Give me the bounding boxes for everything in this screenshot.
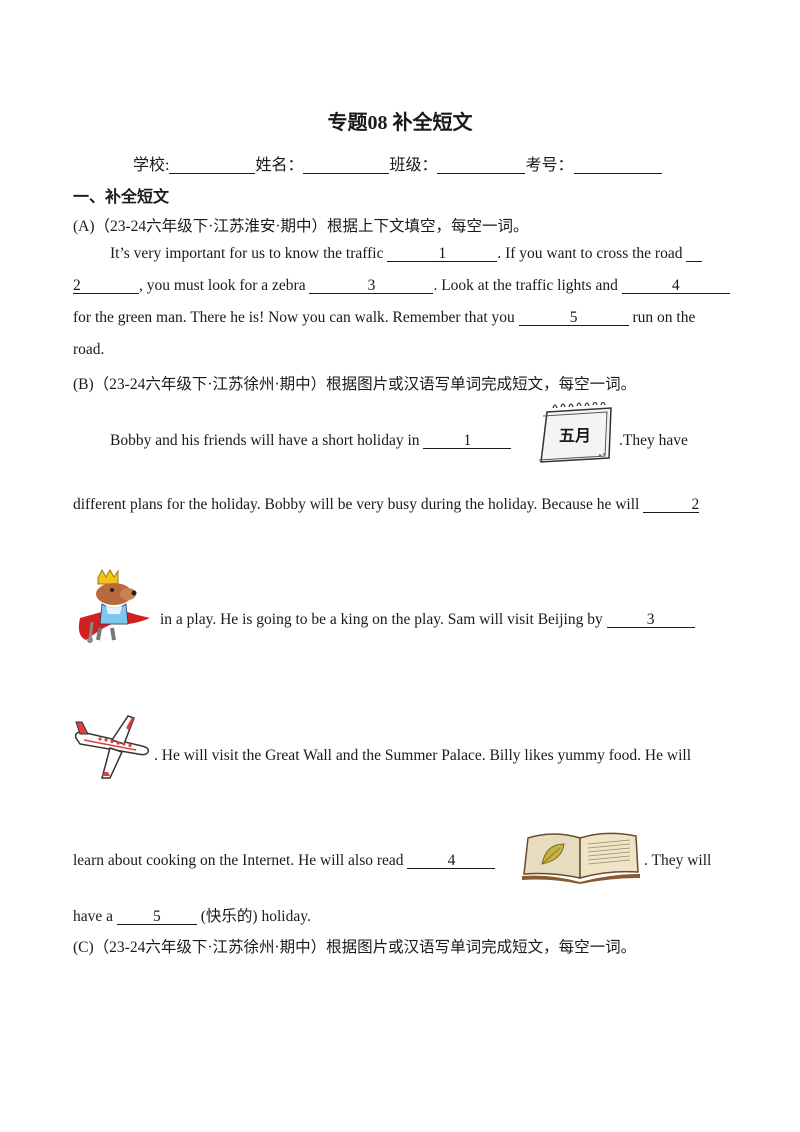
part-a-line-4: road.: [73, 341, 105, 358]
text: . Look at the traffic lights and: [433, 277, 622, 294]
text: . If you want to cross the road: [497, 245, 687, 262]
text: run on the: [628, 309, 696, 326]
text: It’s very important for us to know the t…: [110, 245, 388, 262]
text: , you must look for a zebra: [139, 277, 310, 294]
part-c-header: (C)（23-24六年级下·江苏徐州·期中）根据图片或汉语写单词完成短文，每空一…: [73, 939, 637, 956]
text: have a: [73, 908, 117, 925]
blank-b5: 5: [116, 909, 197, 925]
part-b-line-4: . He will visit the Great Wall and the S…: [154, 747, 691, 764]
book-image: [520, 826, 642, 884]
part-b-header: (B)（23-24六年级下·江苏徐州·期中）根据图片或汉语写单词完成短文，每空一…: [73, 376, 637, 393]
name-blank: [303, 158, 390, 174]
blank-b4: 4: [407, 853, 496, 869]
class-blank: [437, 158, 526, 174]
king-icon: [78, 568, 150, 643]
text: learn about cooking on the Internet. He …: [73, 852, 408, 869]
text: different plans for the holiday. Bobby w…: [73, 496, 644, 513]
blank-a3: 3: [309, 278, 434, 294]
part-a-line-2: 2, you must look for a zebra 3. Look at …: [73, 277, 730, 295]
open-book-icon: [522, 832, 640, 884]
blank-a4: 4: [621, 278, 730, 294]
blank-a2: 2: [73, 278, 139, 294]
blank-b2: 2: [643, 497, 700, 513]
school-label: 学校:: [133, 157, 170, 174]
calendar-icon: [538, 401, 612, 463]
part-b-line-2: different plans for the holiday. Bobby w…: [73, 496, 700, 514]
school-blank: [169, 158, 256, 174]
part-b-line-3: in a play. He is going to be a king on t…: [160, 611, 695, 629]
part-b-line-5: learn about cooking on the Internet. He …: [73, 852, 496, 870]
blank-b1: 1: [423, 433, 512, 449]
blank-a1: 1: [387, 246, 498, 262]
exam-no-label: 考号：: [525, 157, 574, 174]
exam-no-blank: [573, 158, 662, 174]
text: Bobby and his friends will have a short …: [110, 432, 424, 449]
part-b-line-1: Bobby and his friends will have a short …: [110, 432, 512, 450]
blank-a2-start: [686, 246, 703, 262]
blank-a5: 5: [518, 310, 629, 326]
part-b-line-5-end: . They will: [644, 852, 712, 869]
class-label: 班级：: [389, 157, 438, 174]
part-a-line-1: It’s very important for us to know the t…: [110, 245, 703, 263]
part-a-line-3: for the green man. There he is! Now you …: [73, 309, 695, 327]
blank-b3: 3: [606, 612, 695, 628]
page-title: 专题08 补全短文: [327, 112, 473, 134]
name-label: 姓名：: [255, 157, 304, 174]
calendar-label: 五月: [559, 426, 592, 445]
student-info-line: 学校: 姓名： 班级： 考号：: [133, 151, 662, 175]
text: for the green man. There he is! Now you …: [73, 309, 519, 326]
part-b-line-6: have a 5 (快乐的) holiday.: [73, 904, 311, 926]
airplane-icon: [74, 715, 150, 779]
part-b-line-1-end: .They have: [619, 432, 688, 449]
airplane-image: [72, 712, 152, 782]
section-heading: 一、补全短文: [73, 187, 170, 206]
king-character-image: [72, 568, 154, 646]
part-a-header: (A)（23-24六年级下·江苏淮安·期中）根据上下文填空，每空一词。: [73, 218, 529, 235]
text: (快乐的) holiday.: [196, 908, 311, 925]
calendar-image: 五月: [537, 401, 617, 464]
text: in a play. He is going to be a king on t…: [160, 611, 607, 628]
